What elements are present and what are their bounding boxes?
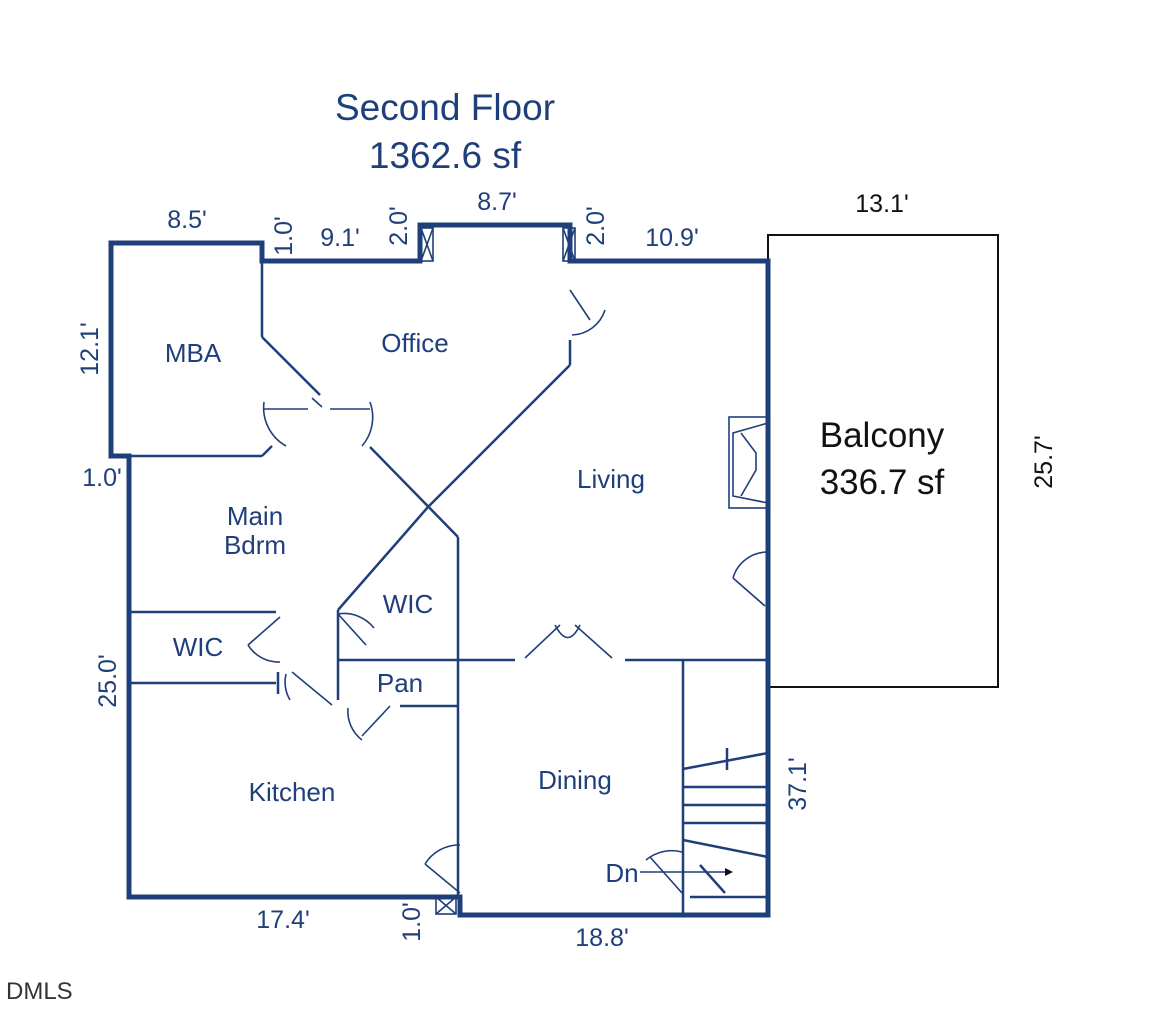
room-main-bdrm-line1: Main <box>227 501 283 531</box>
room-living: Living <box>577 464 645 494</box>
floor-area: 1362.6 sf <box>369 135 522 176</box>
dim-right-side: 37.1' <box>784 757 812 810</box>
dim-bottom-right: 18.8' <box>575 924 628 952</box>
room-dining: Dining <box>538 765 612 795</box>
balcony-area: 336.7 sf <box>820 463 945 502</box>
balcony-outline <box>767 234 999 688</box>
dim-left-jog: 1.0' <box>82 464 122 492</box>
balcony-label: Balcony <box>820 416 945 455</box>
dim-top-small-1: 1.0' <box>270 216 298 256</box>
dim-top-small-2: 2.0' <box>385 206 413 246</box>
room-mba: MBA <box>165 338 222 368</box>
room-main-bdrm-line2: Bdrm <box>224 530 286 560</box>
dim-bottom-left: 17.4' <box>256 906 309 934</box>
room-wic-lower: WIC <box>173 632 224 662</box>
dim-top-bay: 8.7' <box>477 188 517 216</box>
door-swings <box>247 289 769 894</box>
floor-title: Second Floor <box>335 87 555 128</box>
interior-walls <box>129 261 768 915</box>
dim-top-left: 8.5' <box>167 206 207 234</box>
room-kitchen: Kitchen <box>249 777 336 807</box>
dim-balcony-depth: 25.7' <box>1030 435 1058 488</box>
dim-left-lower: 25.0' <box>94 654 122 707</box>
dim-bottom-jog: 1.0' <box>398 902 426 942</box>
fireplace <box>728 416 769 509</box>
window-markers <box>420 227 576 915</box>
watermark: DMLS <box>6 978 73 1005</box>
stairs <box>640 748 769 899</box>
stairs-down-label: Dn <box>605 858 638 888</box>
room-pantry: Pan <box>377 668 423 698</box>
dim-top-small-3: 2.0' <box>582 206 610 246</box>
room-wic-upper: WIC <box>383 589 434 619</box>
dim-left-upper: 12.1' <box>76 322 104 375</box>
dim-top-mid: 9.1' <box>320 224 360 252</box>
dim-top-right: 10.9' <box>645 224 698 252</box>
room-office: Office <box>381 328 448 358</box>
dim-balcony-width: 13.1' <box>855 190 908 218</box>
